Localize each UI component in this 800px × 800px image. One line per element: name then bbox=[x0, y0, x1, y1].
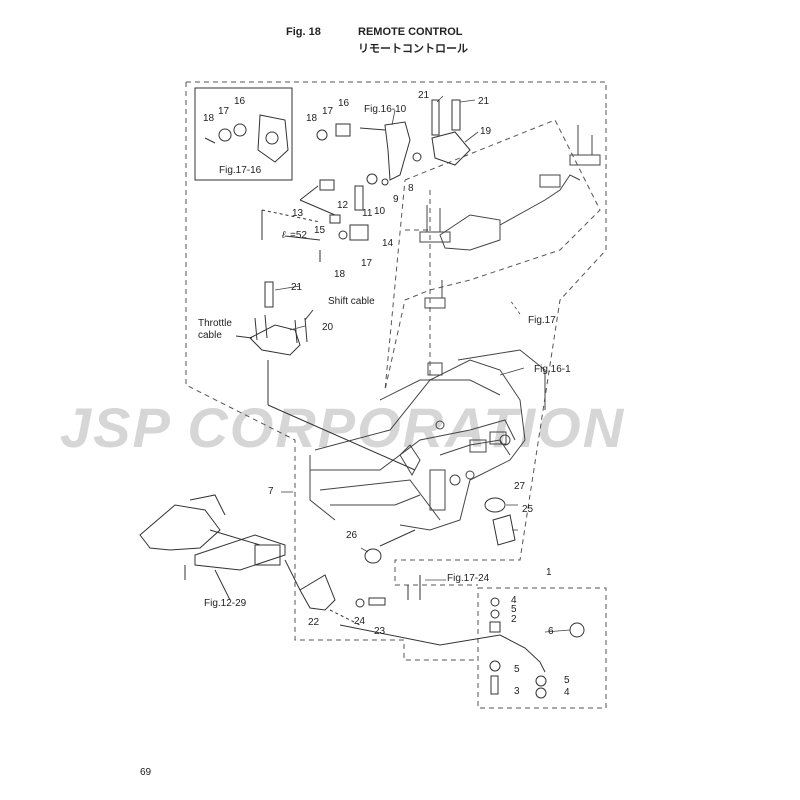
part-label-23: 23 bbox=[374, 626, 386, 637]
figure-reference-labels: Fig.17-16 Fig.16-10 Fig.17 Fig.16-1 Fig.… bbox=[204, 104, 571, 609]
bracket-20 bbox=[235, 281, 416, 471]
inset-parts bbox=[204, 114, 289, 163]
ref-fig-17-16: Fig.17-16 bbox=[219, 165, 262, 176]
part-label-18b: 18 bbox=[306, 113, 318, 124]
annotations: ℓ =52 Throttle cable Shift cable bbox=[198, 230, 375, 341]
part-label-9: 9 bbox=[393, 194, 399, 205]
part-label-19: 19 bbox=[480, 126, 492, 137]
part-label-12: 12 bbox=[337, 200, 349, 211]
part-label-21c: 21 bbox=[291, 282, 303, 293]
part-label-8: 8 bbox=[408, 183, 414, 194]
engine-housing bbox=[309, 349, 546, 531]
ref-fig-12-29: Fig.12-29 bbox=[204, 598, 247, 609]
length-value: =52 bbox=[290, 230, 307, 241]
part-label-18a: 18 bbox=[203, 113, 215, 124]
part-label-4b: 4 bbox=[564, 687, 570, 698]
part-label-7: 7 bbox=[268, 486, 274, 497]
fig-12-29-assembly bbox=[139, 494, 286, 601]
part-label-4a: 4 bbox=[511, 595, 517, 606]
inset-box bbox=[194, 87, 293, 181]
part-label-10: 10 bbox=[374, 206, 386, 217]
part-label-18c: 18 bbox=[334, 269, 346, 280]
part-label-26: 26 bbox=[346, 530, 358, 541]
part-label-5c: 5 bbox=[564, 675, 570, 686]
part-label-20: 20 bbox=[322, 322, 334, 333]
lower-grommets bbox=[364, 497, 516, 564]
part-label-1: 1 bbox=[546, 567, 552, 578]
leader-lines bbox=[274, 95, 571, 633]
part-label-17b: 17 bbox=[322, 106, 334, 117]
part-label-11: 11 bbox=[362, 208, 373, 219]
lower-bracket-22 bbox=[284, 559, 386, 626]
part-label-13: 13 bbox=[292, 208, 304, 219]
part-label-15: 15 bbox=[314, 225, 326, 236]
ref-fig-16-1: Fig.16-1 bbox=[534, 364, 571, 375]
fig-17-linkage bbox=[419, 125, 601, 376]
part-label-3: 3 bbox=[514, 686, 520, 697]
part-label-25: 25 bbox=[522, 504, 534, 515]
part-label-6: 6 bbox=[548, 626, 554, 637]
watermark-text: JSP CORPORATION bbox=[60, 396, 625, 459]
ref-fig-17-24: Fig.17-24 bbox=[447, 573, 490, 584]
figure-number: Fig. 18 bbox=[286, 26, 321, 38]
upper-linkage-parts bbox=[261, 99, 471, 262]
part-label-5b: 5 bbox=[514, 664, 520, 675]
ref-fig-16-10: Fig.16-10 bbox=[364, 104, 407, 115]
length-symbol: ℓ bbox=[281, 230, 286, 241]
part-label-22: 22 bbox=[308, 617, 320, 628]
assembly-boundary bbox=[185, 81, 607, 661]
ref-fig-17: Fig.17 bbox=[528, 315, 556, 326]
part-label-16b: 16 bbox=[338, 98, 350, 109]
part-label-14: 14 bbox=[382, 238, 394, 249]
page-number: 69 bbox=[140, 767, 152, 778]
part-label-21a: 21 bbox=[418, 90, 430, 101]
rod-assembly-1 bbox=[339, 575, 585, 699]
part-number-labels: 16 17 18 16 17 18 21 21 19 8 9 10 11 12 … bbox=[203, 90, 570, 698]
part-label-24: 24 bbox=[354, 616, 366, 627]
figure-title: REMOTE CONTROL bbox=[358, 26, 463, 38]
figure-title-japanese: リモートコントロール bbox=[358, 43, 468, 55]
part-label-27: 27 bbox=[514, 481, 526, 492]
part-label-21b: 21 bbox=[478, 96, 490, 107]
throttle-cable-label-line1: Throttle bbox=[198, 318, 232, 329]
part-label-17a: 17 bbox=[218, 106, 230, 117]
part-label-5a: 5 bbox=[511, 604, 517, 615]
part-label-16a: 16 bbox=[234, 96, 246, 107]
part-label-17c: 17 bbox=[361, 258, 373, 269]
part-label-2: 2 bbox=[511, 614, 517, 625]
fig-17-region bbox=[384, 119, 601, 391]
shift-cable-label: Shift cable bbox=[328, 296, 375, 307]
throttle-cable-label-line2: cable bbox=[198, 330, 222, 341]
part-1-group-box bbox=[477, 587, 607, 709]
